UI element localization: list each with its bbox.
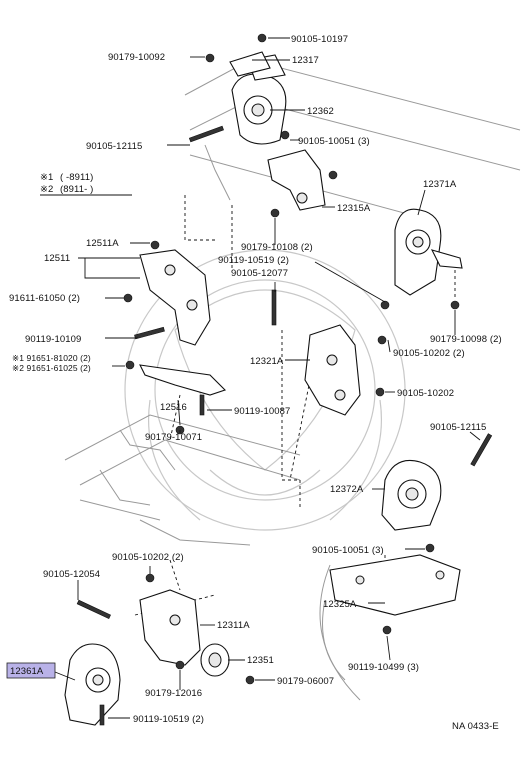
legend-note2-mark: ※2 (40, 184, 53, 195)
label-12516: 12516 (160, 402, 187, 413)
label-12351: 12351 (247, 655, 274, 666)
label-90119-10087: 90119-10087 (234, 406, 290, 417)
label-90105-10202-mid: 90105-10202 (397, 388, 454, 399)
part-12315A-bracket (267, 149, 326, 211)
label-90179-06007: 90179-06007 (277, 676, 334, 687)
label-90105-12115-right: 90105-12115 (430, 422, 486, 433)
label-90179-10108: 90179-10108 (2) (241, 242, 313, 253)
part-12372A-mount (381, 459, 442, 531)
date-legend: ※1 ( -8911) ※2 (8911- ) (40, 172, 132, 196)
label-12325A: 12325A (323, 599, 357, 610)
label-12511A: 12511A (86, 238, 119, 249)
label-12511: 12511 (44, 253, 70, 264)
label-90105-10202-lower: 90105-10202 (2) (112, 552, 184, 563)
part-12361A-mount (64, 643, 121, 726)
part-labels: 90105-10197 90179-10092 12317 12362 9010… (9, 34, 502, 725)
label-90105-10197: 90105-10197 (291, 34, 348, 45)
part-12362-mount (231, 54, 287, 145)
label-90105-10051-lower: 90105-10051 (3) (312, 545, 384, 556)
label-12315A: 12315A (337, 203, 371, 214)
label-90105-12054: 90105-12054 (43, 569, 100, 580)
label-90119-10109: 90119-10109 (25, 334, 81, 345)
legend-note2-range: (8911- ) (60, 184, 93, 195)
label-12317: 12317 (292, 55, 319, 66)
label-91651-81020: ※1 91651-81020 (2) (12, 353, 91, 363)
engine-block-outline (64, 59, 521, 701)
label-12372A: 12372A (330, 484, 364, 495)
label-90179-10071: 90179-10071 (145, 432, 202, 443)
part-12311A-bracket (139, 589, 201, 666)
part-12511-bracket (139, 249, 211, 346)
label-12362: 12362 (307, 106, 334, 117)
label-12311A: 12311A (217, 620, 250, 631)
label-90119-10499: 90119-10499 (3) (348, 662, 419, 673)
part-12371A-mount (394, 208, 463, 296)
highlighted-part-box (6, 662, 56, 679)
legend-note1-range: ( -8911) (60, 172, 93, 183)
label-90179-10098: 90179-10098 (2) (430, 334, 502, 345)
label-90179-12016: 90179-12016 (145, 688, 202, 699)
label-90105-10051-top: 90105-10051 (3) (298, 136, 370, 147)
label-90119-10519-mid: 90119-10519 (2) (218, 255, 289, 266)
part-12516-rod (139, 364, 227, 396)
label-12361A-highlighted: 12361A (10, 666, 44, 677)
label-12371A: 12371A (423, 179, 457, 190)
legend-note1-mark: ※1 (40, 172, 53, 183)
label-90119-10519-bottom: 90119-10519 (2) (133, 714, 204, 725)
part-12321A-bracket (304, 324, 361, 416)
label-90105-10202-upper: 90105-10202 (2) (393, 348, 465, 359)
label-12321A: 12321A (250, 356, 284, 367)
leader-lines (54, 37, 481, 719)
fasteners (76, 33, 493, 726)
part-12317-bracket (229, 51, 271, 77)
label-91651-61025: ※2 91651-61025 (2) (12, 363, 91, 373)
part-12325A-bracket (329, 554, 461, 616)
part-12351-bushing (200, 643, 230, 677)
label-90105-12077: 90105-12077 (231, 268, 288, 279)
label-90179-10092: 90179-10092 (108, 52, 165, 63)
label-91611-61050: 91611-61050 (2) (9, 293, 80, 304)
label-90105-12115-top: 90105-12115 (86, 141, 142, 152)
diagram-code: NA 0433-E (452, 721, 499, 732)
